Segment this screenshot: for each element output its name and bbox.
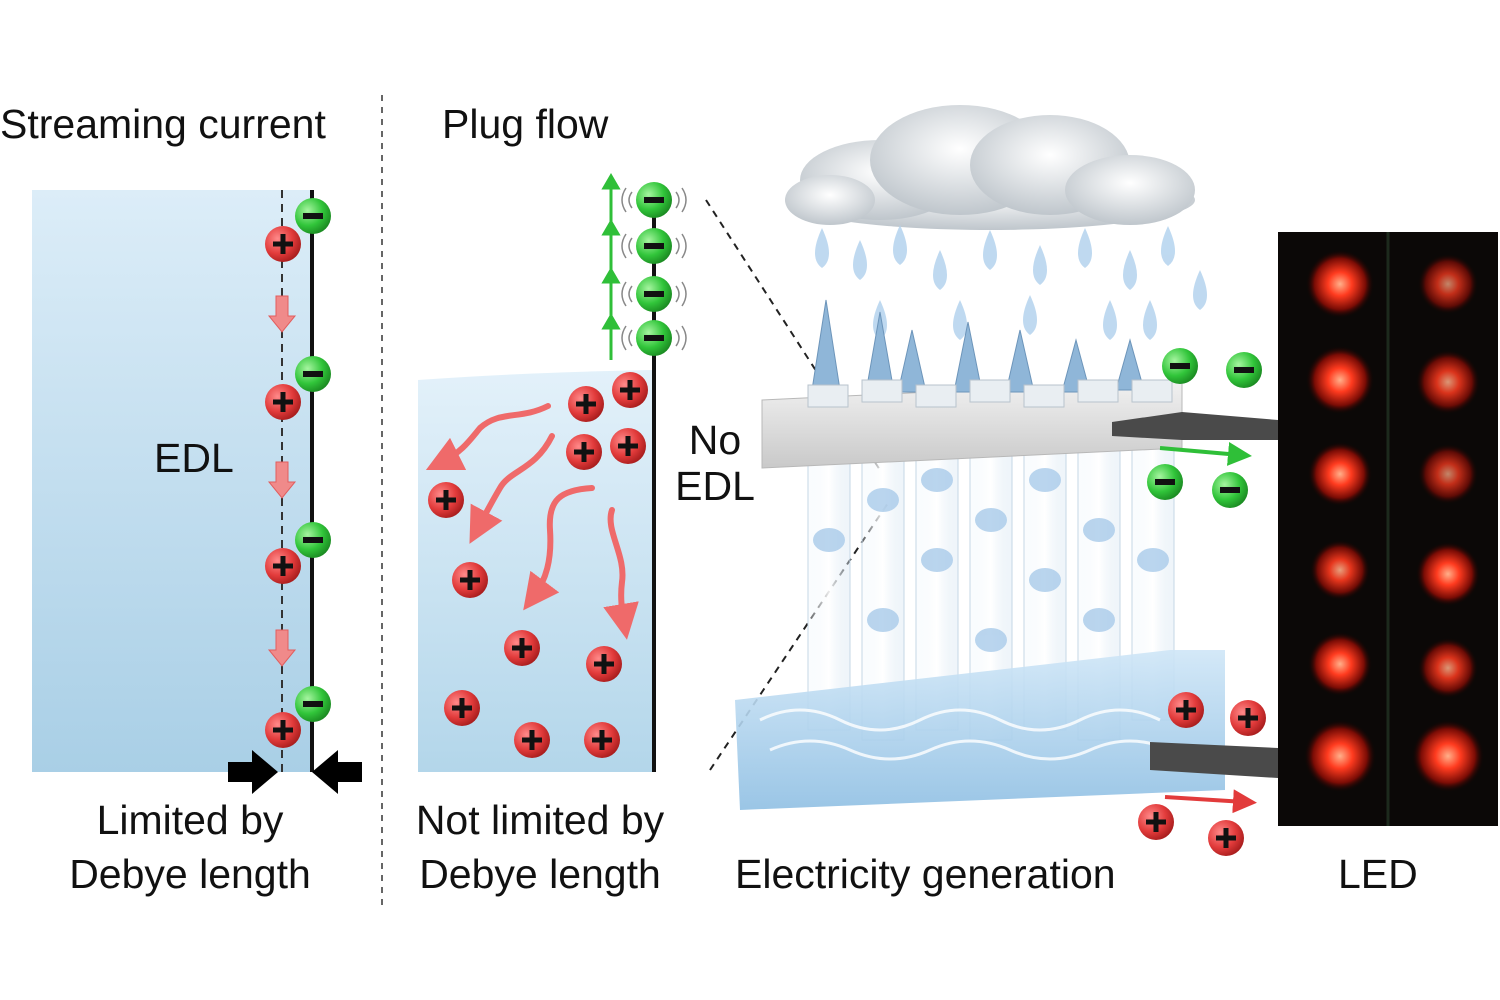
ion-negative	[636, 228, 672, 264]
water-ripples	[759, 708, 1171, 761]
ion-positive	[1168, 692, 1204, 728]
electron-arrows-up	[601, 173, 621, 360]
ion-positive	[452, 562, 488, 598]
vibration-marks	[621, 187, 687, 351]
led-panel	[1278, 232, 1498, 826]
ion-negative	[1226, 352, 1262, 388]
no-edl-label-line1: No	[688, 417, 742, 463]
nozzles	[811, 299, 1145, 393]
ion-positive	[610, 428, 646, 464]
plug-caption-line2: Debye length	[419, 851, 661, 897]
streaming-caption-line2: Debye length	[69, 851, 311, 897]
edl-label: EDL	[154, 435, 234, 481]
ion-positive	[1138, 804, 1174, 840]
ion-positive	[568, 386, 604, 422]
ion-negative	[295, 198, 331, 234]
ion-positive	[504, 630, 540, 666]
zoom-line	[705, 199, 881, 471]
ion-positive	[612, 372, 648, 408]
ion-positive	[428, 482, 464, 518]
dispersal-arrows	[425, 403, 639, 640]
ion-positive	[444, 690, 480, 726]
ion-negative	[636, 182, 672, 218]
cloud	[785, 105, 1195, 230]
no-edl-label-line2: EDL	[675, 463, 755, 509]
nozzle-bases	[807, 379, 1173, 408]
debye-arrow-right	[312, 750, 362, 794]
led-lights	[1304, 250, 1484, 792]
ion-negative	[636, 276, 672, 312]
current-arrow-positive	[1164, 789, 1257, 814]
plug-flow-title: Plug flow	[442, 101, 609, 147]
ion-negative	[636, 320, 672, 356]
led-caption: LED	[1338, 851, 1418, 897]
bottom-electrode	[1150, 742, 1278, 778]
water-pool	[735, 650, 1225, 810]
ion-positive	[514, 722, 550, 758]
ion-positive	[586, 646, 622, 682]
ion-negative	[295, 356, 331, 392]
generator-panel	[705, 105, 1278, 856]
ion-positive	[265, 548, 301, 584]
streaming-caption-line1: Limited by	[96, 797, 284, 843]
ion-negative	[1212, 472, 1248, 508]
plug-caption-line1: Not limited by	[415, 797, 665, 843]
generation-caption: Electricity generation	[735, 851, 1116, 897]
ion-negative	[1162, 348, 1198, 384]
raindrops	[815, 225, 1207, 340]
streaming-panel	[32, 190, 362, 794]
ion-positive	[265, 712, 301, 748]
ion-positive	[1208, 820, 1244, 856]
plug-flow-panel	[418, 173, 687, 772]
ion-negative	[295, 522, 331, 558]
ion-positive	[265, 384, 301, 420]
ion-positive	[265, 226, 301, 262]
ion-positive	[1230, 700, 1266, 736]
flow-arrows-down	[267, 295, 297, 667]
top-electrode	[1112, 412, 1278, 440]
ion-negative	[1147, 464, 1183, 500]
streaming-title: Streaming current	[0, 101, 326, 147]
ion-negative	[295, 686, 331, 722]
streaming-water	[32, 190, 312, 772]
ion-positive	[584, 722, 620, 758]
debye-arrow-left	[228, 750, 278, 794]
water-plugs	[813, 468, 1169, 652]
ion-positive	[566, 434, 602, 470]
current-arrow-negative	[1159, 441, 1252, 466]
